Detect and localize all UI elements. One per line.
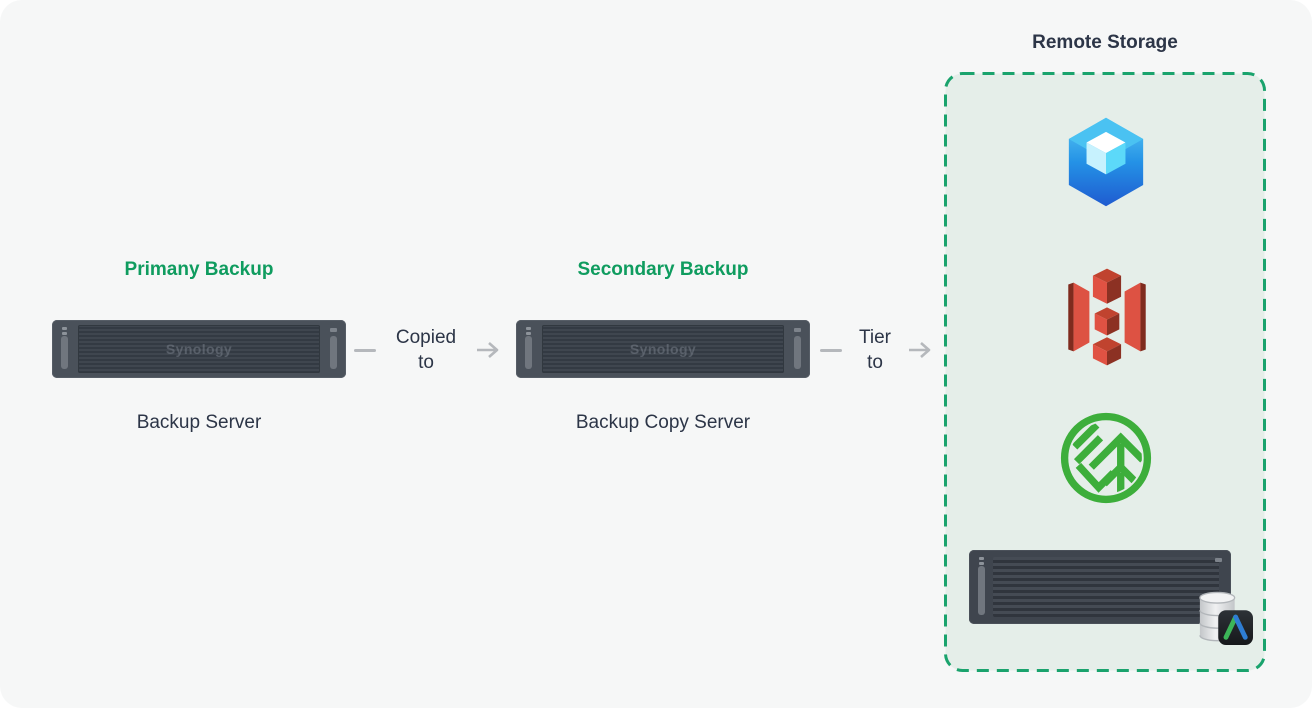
primary-backup-caption: Backup Server: [136, 412, 262, 433]
server-handle-icon: [794, 336, 801, 369]
synology-logo: Synology: [165, 341, 233, 357]
server-front-panel: Synology: [78, 325, 320, 373]
secondary-backup-caption: Backup Copy Server: [575, 412, 751, 433]
server-led-icon: [62, 332, 67, 335]
server-led-icon: [979, 557, 984, 560]
server-handle-icon: [61, 336, 68, 369]
arrow-right-icon: [476, 339, 502, 361]
amazon-s3-icon: [1063, 268, 1151, 366]
tier-to-label: Tier to: [858, 326, 892, 373]
server-handle-icon: [978, 566, 985, 615]
copied-to-label: Copied to: [395, 326, 457, 373]
synology-server-icon: Synology: [516, 320, 810, 378]
green-leaf-storage-icon: [1060, 412, 1152, 504]
server-led-icon: [526, 327, 531, 330]
rack-server-icon: [969, 550, 1231, 624]
server-handle-icon: [330, 336, 337, 369]
server-latch-icon: [1215, 558, 1222, 562]
database-app-icon: [1196, 590, 1254, 646]
synology-server-icon: Synology: [52, 320, 346, 378]
arrow-right-icon: [908, 339, 934, 361]
server-latch-icon: [794, 328, 801, 332]
server-handle-icon: [525, 336, 532, 369]
secondary-backup-title: Secondary Backup: [577, 259, 749, 280]
server-latch-icon: [330, 328, 337, 332]
c2-object-storage-icon: [1061, 116, 1151, 208]
dash-line: [354, 348, 376, 352]
tier-to-connector: Tier to: [820, 324, 934, 376]
remote-storage-title: Remote Storage: [1032, 32, 1178, 53]
dash-line: [820, 348, 842, 352]
synology-logo: Synology: [629, 341, 697, 357]
server-front-panel: [993, 557, 1219, 617]
copied-to-connector: Copied to: [354, 324, 502, 376]
primary-backup-title: Primany Backup: [124, 259, 274, 280]
server-led-icon: [62, 327, 67, 330]
server-led-icon: [526, 332, 531, 335]
remote-storage-box: [944, 72, 1266, 672]
server-front-panel: Synology: [542, 325, 784, 373]
server-led-icon: [979, 562, 984, 565]
